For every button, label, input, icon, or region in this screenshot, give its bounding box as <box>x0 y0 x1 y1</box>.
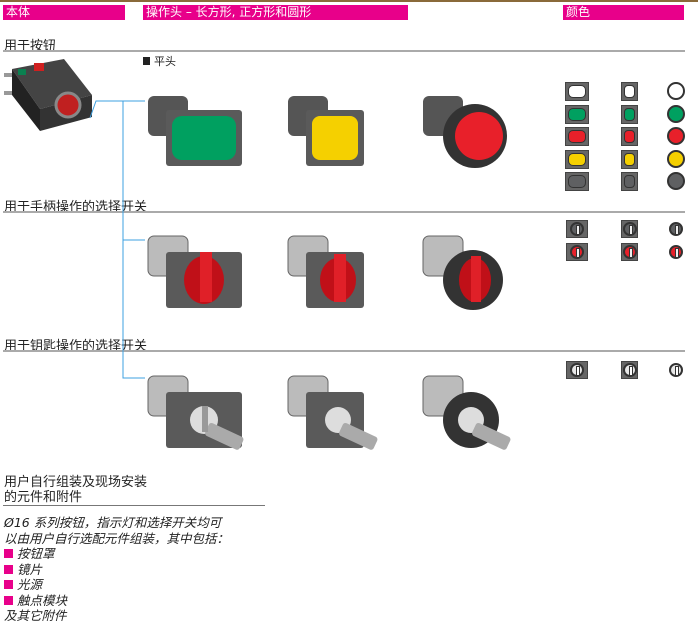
key-selector-icon <box>667 361 684 379</box>
description-line1: Ø16 系列按钮，指示灯和选择开关均可 <box>4 515 222 530</box>
header-body: 本体 <box>3 5 125 20</box>
body-product-image <box>4 59 92 131</box>
section-rule <box>3 211 685 213</box>
header-color: 颜色 <box>563 5 684 20</box>
swatch-red <box>621 127 638 146</box>
swatch-grey <box>621 172 638 191</box>
assembly-title: 用户自行组装及现场安装的元件和附件 <box>4 475 147 505</box>
swatch-white <box>621 82 638 101</box>
rectangular-pushbutton-green-image <box>148 96 242 166</box>
selector-red-icon <box>667 243 684 261</box>
swatch-yellow <box>667 149 685 168</box>
selector-red-icon <box>566 243 588 261</box>
description-footer: 及其它附件 <box>4 608 67 623</box>
flush-label: 平头 <box>143 53 176 69</box>
swatch-red <box>667 127 685 145</box>
selector-grey-icon <box>566 220 588 238</box>
square-pushbutton-yellow-image <box>288 96 364 166</box>
swatch-red <box>565 127 589 146</box>
swatch-green <box>667 104 685 123</box>
swatch-grey <box>565 172 589 191</box>
round-pushbutton-red-image <box>423 96 507 168</box>
assembly-title-line1: 用户自行组装及现场安装 <box>4 475 148 490</box>
description-item: 光源 <box>4 577 229 593</box>
selector-red-icon <box>621 243 638 261</box>
description-item: 镜片 <box>4 562 229 578</box>
description-line2: 以由用户自行选配元件组装，其中包括： <box>4 530 230 546</box>
description: Ø16 系列按钮，指示灯和选择开关均可 以由用户自行选配元件组装，其中包括： 按… <box>4 515 229 624</box>
assembly-rule <box>3 505 265 506</box>
key-selector-icon <box>621 361 638 379</box>
round-handle-selector-image <box>422 235 503 310</box>
key-selector-icon <box>566 361 588 379</box>
description-item: 按钮罩 <box>4 546 229 562</box>
section-rule <box>3 350 685 352</box>
square-handle-selector-image <box>287 235 364 308</box>
square-key-selector-image <box>287 375 378 450</box>
section-rule <box>3 50 685 52</box>
description-item: 触点模块 <box>4 593 229 609</box>
swatch-white <box>565 82 589 101</box>
header-operator: 操作头 – 长方形, 正方形和圆形 <box>143 5 408 20</box>
swatch-white <box>667 82 685 100</box>
assembly-title-line2: 的元件和附件 <box>4 490 83 505</box>
rectangular-handle-selector-image <box>147 235 242 308</box>
swatch-green <box>621 104 638 124</box>
selector-grey-icon <box>621 220 638 238</box>
selector-grey-icon <box>667 220 684 238</box>
swatch-grey <box>667 172 685 190</box>
top-rule <box>0 0 698 2</box>
swatch-yellow <box>621 149 638 169</box>
rectangular-key-selector-image <box>147 375 244 450</box>
flush-label-text: 平头 <box>154 55 176 68</box>
swatch-yellow <box>565 149 589 169</box>
swatch-green <box>565 104 589 124</box>
round-key-selector-image <box>422 375 511 450</box>
